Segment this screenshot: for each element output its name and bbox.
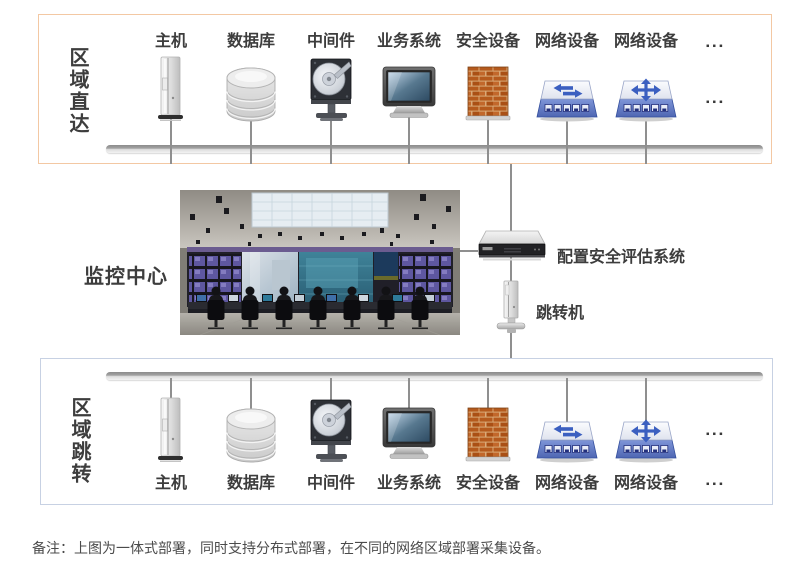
network-bus-top <box>106 145 763 153</box>
hard-disk-icon <box>291 56 371 122</box>
footnote: 备注：上图为一体式部署，同时支持分布式部署，在不同的网络区域部署采集设备。 <box>32 540 550 556</box>
device-column-business: 业务系统 <box>369 32 449 164</box>
device-label: 网络设备 <box>613 33 678 50</box>
device-label: 主机 <box>154 475 187 492</box>
device-column-network-router: 网络设备 <box>606 32 686 164</box>
connector-line <box>330 112 332 164</box>
device-column-middleware: 中间件 <box>291 32 371 164</box>
device-label: 数据库 <box>226 33 275 50</box>
network-router-icon <box>606 56 686 122</box>
device-column-security: 安全设备 <box>448 32 528 164</box>
connector-line <box>487 378 489 428</box>
tower-server-icon <box>131 56 211 122</box>
device-column-security: 安全设备 <box>448 372 528 497</box>
device-label: 中间件 <box>306 475 355 492</box>
zone-jump-box: 区域跳转 主机 数据库 中间件 <box>40 358 773 505</box>
connector-line <box>408 112 410 164</box>
device-column-network-router: 网络设备 <box>606 372 686 497</box>
jump-machine-label: 跳转机 <box>536 305 585 322</box>
device-label: 业务系统 <box>376 33 441 50</box>
device-label: 网络设备 <box>534 33 599 50</box>
more-devices-ellipsis: ▪▪▪ <box>706 429 726 440</box>
trunk-line-vertical <box>510 152 512 372</box>
database-icon <box>211 56 291 122</box>
connector-line <box>645 112 647 164</box>
device-label: 数据库 <box>226 475 275 492</box>
more-devices-ellipsis: ▪▪▪ <box>706 97 726 108</box>
connector-line <box>250 112 252 164</box>
monitoring-room-photo <box>180 190 460 335</box>
assessment-system-label: 配置安全评估系统 <box>557 249 686 266</box>
network-bus-bottom <box>106 372 763 380</box>
device-column-host: 主机 <box>131 372 211 497</box>
zone-direct-label: 区域直达 <box>66 47 88 135</box>
photo-to-server-line <box>459 250 478 252</box>
connector-line <box>250 378 252 428</box>
device-column-network-switch: 网络设备 <box>527 32 607 164</box>
connector-line <box>645 378 647 428</box>
connector-line <box>487 112 489 164</box>
connector-line <box>566 112 568 164</box>
device-label: 网络设备 <box>613 475 678 492</box>
network-router-icon <box>606 397 686 463</box>
jump-host-icon <box>495 280 527 334</box>
zone-jump-label: 区域跳转 <box>68 397 90 485</box>
device-column-middleware: 中间件 <box>291 372 371 497</box>
device-label: 业务系统 <box>376 475 441 492</box>
device-column-network-switch: 网络设备 <box>527 372 607 497</box>
device-label: 网络设备 <box>534 475 599 492</box>
device-column-database: 数据库 <box>211 32 291 164</box>
device-label: 主机 <box>154 33 187 50</box>
connector-line <box>408 378 410 428</box>
crt-monitor-icon <box>369 397 449 463</box>
network-switch-icon <box>527 56 607 122</box>
device-label: 安全设备 <box>455 475 520 492</box>
network-switch-icon <box>527 397 607 463</box>
zone-monitor-label: 监控中心 <box>84 266 168 288</box>
zone-direct-box: 区域直达 主机 数据库 中间件 业务系统 <box>38 14 772 164</box>
device-column-business: 业务系统 <box>369 372 449 497</box>
database-icon <box>211 397 291 463</box>
device-label: 中间件 <box>306 33 355 50</box>
tower-server-icon <box>131 397 211 463</box>
firewall-icon <box>448 56 528 122</box>
more-devices-ellipsis: ▪▪▪ <box>706 479 726 490</box>
device-column-host: 主机 <box>131 32 211 164</box>
firewall-icon <box>448 397 528 463</box>
device-column-database: 数据库 <box>211 372 291 497</box>
hard-disk-icon <box>291 397 371 463</box>
more-devices-ellipsis: ▪▪▪ <box>706 41 726 52</box>
connector-line <box>170 112 172 164</box>
crt-monitor-icon <box>369 56 449 122</box>
connector-line <box>566 378 568 428</box>
rack-server-icon <box>477 229 547 263</box>
device-label: 安全设备 <box>455 33 520 50</box>
